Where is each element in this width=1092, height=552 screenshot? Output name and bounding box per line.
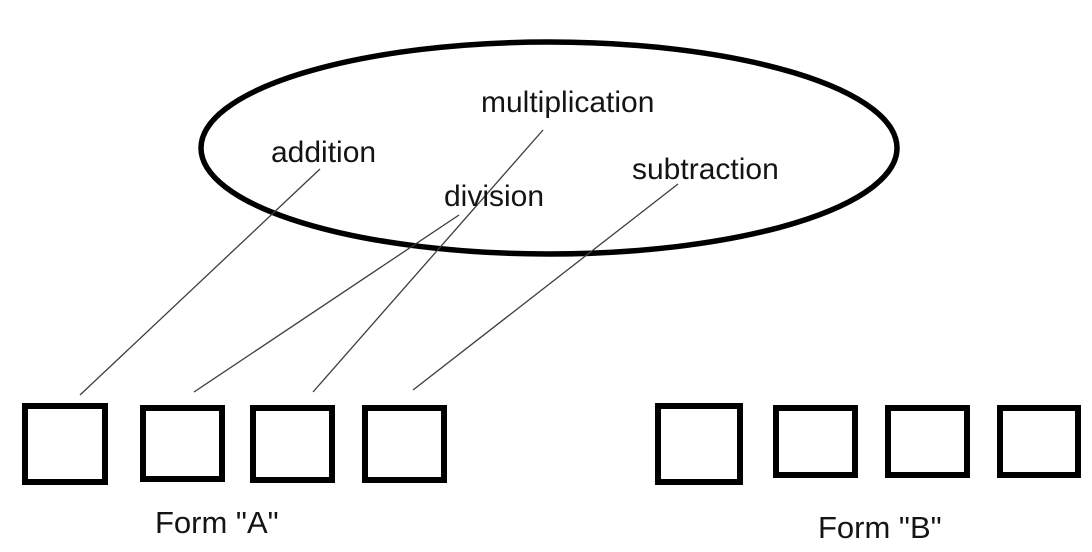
operations-ellipse xyxy=(198,39,900,257)
form-b-box-4 xyxy=(997,405,1081,478)
operation-label-division: division xyxy=(444,180,545,213)
form-a-box-4 xyxy=(362,405,447,483)
form-b-box-1 xyxy=(655,403,743,485)
operation-label-multiplication: multiplication xyxy=(481,86,655,119)
form-b-box-3 xyxy=(885,405,970,478)
operation-label-subtraction: subtraction xyxy=(632,153,779,186)
connector-division-to-form-a-box-2 xyxy=(193,214,460,393)
connector-multiplication-to-form-a-box-3 xyxy=(312,129,544,393)
connector-subtraction-to-form-a-box-4 xyxy=(412,183,679,391)
form-b-box-2 xyxy=(773,405,858,478)
form-a-caption: Form "A" xyxy=(155,505,279,540)
form-b-caption: Form "B" xyxy=(818,510,942,545)
form-a-box-3 xyxy=(250,405,335,483)
form-a-box-1 xyxy=(22,403,108,485)
form-a-box-2 xyxy=(140,405,225,482)
connector-addition-to-form-a-box-1 xyxy=(79,168,321,396)
operation-label-addition: addition xyxy=(271,136,377,169)
